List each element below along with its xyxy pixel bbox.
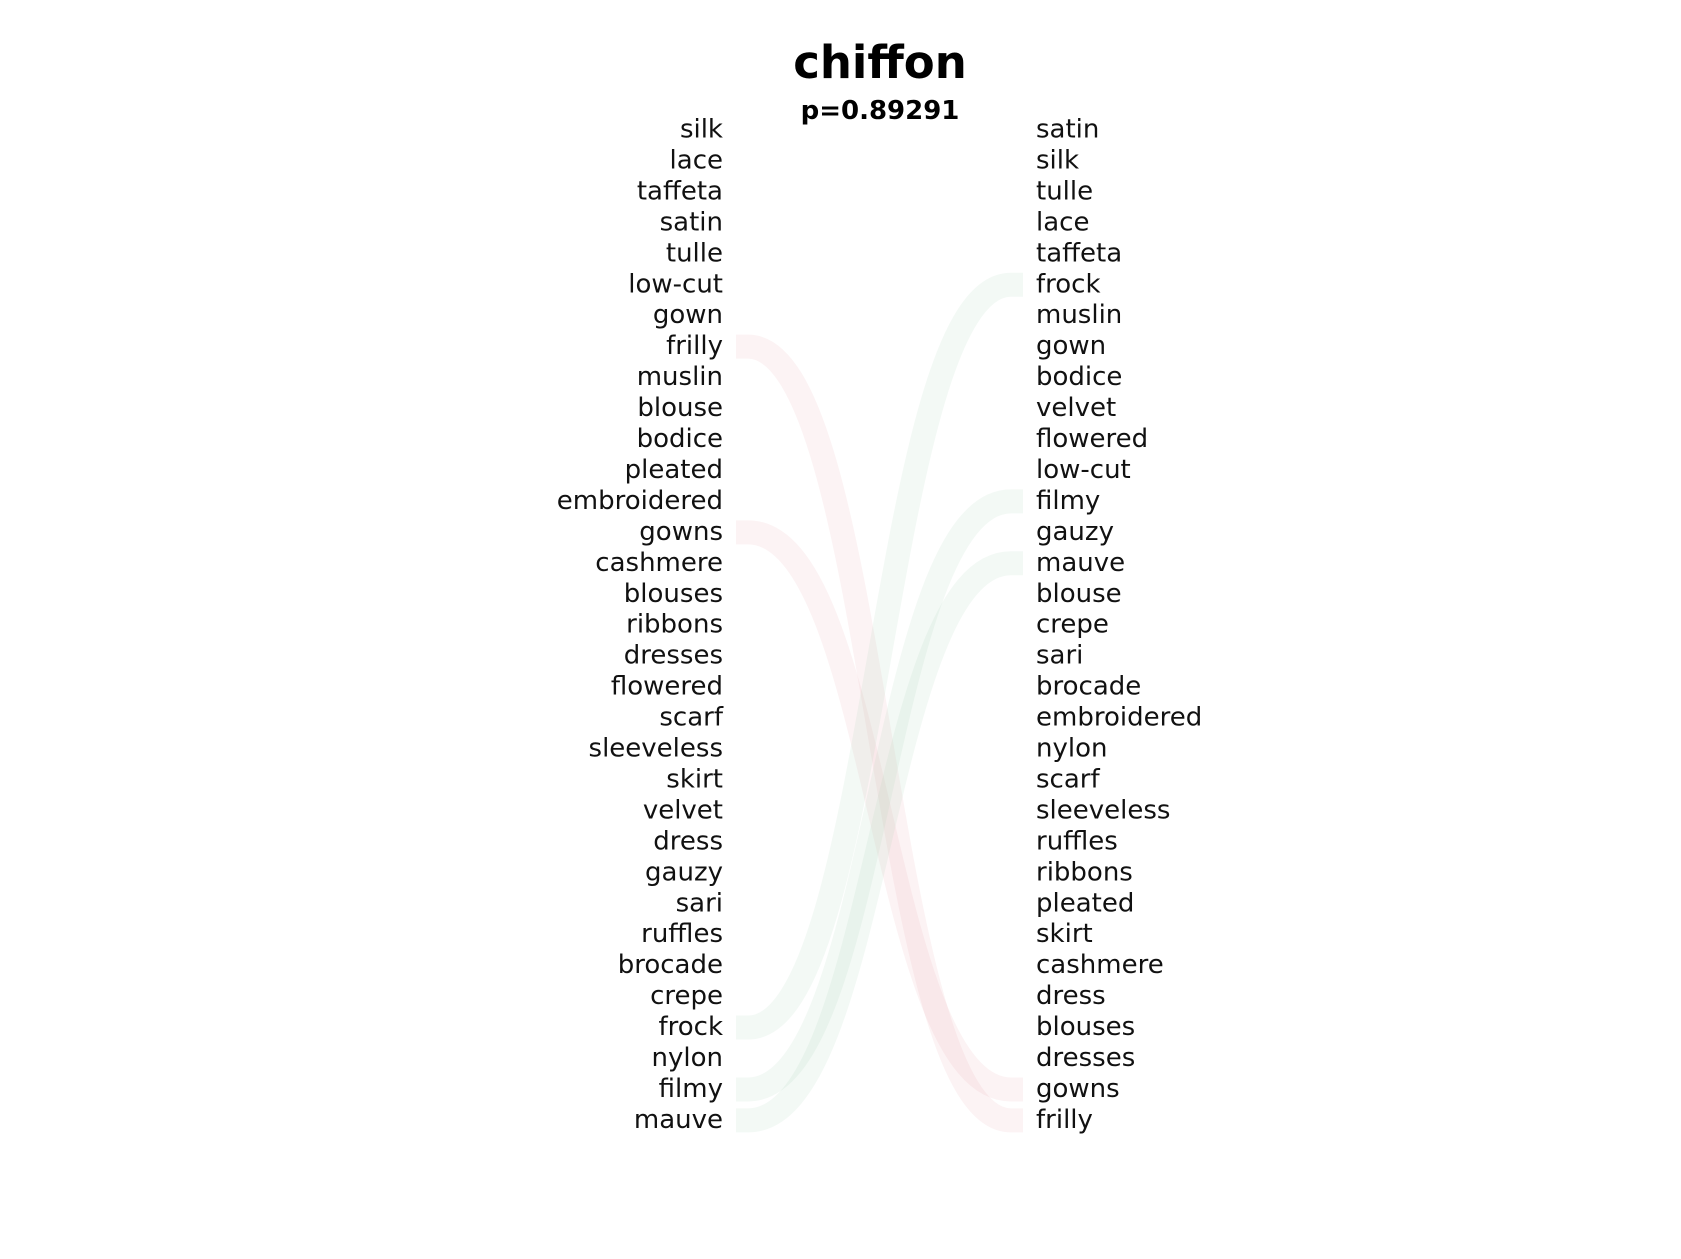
right-label-blouses: blouses (1036, 1012, 1135, 1042)
right-label-gown: gown (1036, 331, 1106, 361)
right-label-ribbons: ribbons (1036, 857, 1133, 887)
left-label-lace: lace (670, 145, 723, 175)
left-label-pleated: pleated (625, 455, 723, 485)
right-label-scarf: scarf (1036, 764, 1100, 794)
left-label-blouse: blouse (637, 393, 723, 423)
right-label-gowns: gowns (1036, 1074, 1120, 1104)
link-frilly (736, 334, 1023, 1133)
left-label-muslin: muslin (637, 362, 723, 392)
left-label-scarf: scarf (659, 703, 723, 733)
link-filmy (736, 489, 1023, 1102)
right-label-lace: lace (1036, 207, 1089, 237)
links-layer (736, 272, 1023, 1133)
left-label-silk: silk (680, 115, 723, 145)
left-label-crepe: crepe (650, 981, 723, 1011)
left-label-sleeveless: sleeveless (589, 734, 723, 764)
left-label-low-cut: low-cut (628, 269, 723, 299)
right-label-flowered: flowered (1036, 424, 1148, 454)
right-label-dress: dress (1036, 981, 1106, 1011)
left-label-mauve: mauve (634, 1105, 723, 1135)
link-gowns (736, 520, 1023, 1102)
left-label-dresses: dresses (624, 641, 723, 671)
left-label-frilly: frilly (666, 331, 723, 361)
right-ranking-labels: satinsilktullelacetaffetafrockmuslingown… (1036, 115, 1202, 1135)
left-label-bodice: bodice (637, 424, 723, 454)
right-label-velvet: velvet (1036, 393, 1116, 423)
right-label-tulle: tulle (1036, 176, 1093, 206)
left-label-satin: satin (660, 207, 723, 237)
left-label-ruffles: ruffles (641, 919, 723, 949)
right-label-taffeta: taffeta (1036, 238, 1122, 268)
right-label-frock: frock (1036, 269, 1101, 299)
left-label-tulle: tulle (666, 238, 723, 268)
chart-title: chiffon (793, 36, 967, 89)
left-label-gowns: gowns (639, 517, 723, 547)
link-mauve (736, 551, 1023, 1133)
right-label-sleeveless: sleeveless (1036, 795, 1170, 825)
right-label-gauzy: gauzy (1036, 517, 1114, 547)
right-label-crepe: crepe (1036, 610, 1109, 640)
left-label-skirt: skirt (666, 764, 723, 794)
right-label-low-cut: low-cut (1036, 455, 1131, 485)
right-label-mauve: mauve (1036, 548, 1125, 578)
right-label-satin: satin (1036, 115, 1099, 145)
right-label-blouse: blouse (1036, 579, 1122, 609)
left-label-nylon: nylon (652, 1043, 723, 1073)
left-label-embroidered: embroidered (557, 486, 723, 516)
right-label-cashmere: cashmere (1036, 950, 1164, 980)
right-label-skirt: skirt (1036, 919, 1093, 949)
left-label-velvet: velvet (643, 795, 723, 825)
chart-subtitle: p=0.89291 (801, 96, 960, 126)
right-label-silk: silk (1036, 145, 1079, 175)
right-label-brocade: brocade (1036, 672, 1141, 702)
right-label-nylon: nylon (1036, 734, 1107, 764)
right-label-pleated: pleated (1036, 888, 1134, 918)
right-label-ruffles: ruffles (1036, 826, 1118, 856)
left-label-filmy: filmy (659, 1074, 723, 1104)
left-label-ribbons: ribbons (626, 610, 723, 640)
link-frock (736, 272, 1023, 1040)
left-label-cashmere: cashmere (595, 548, 723, 578)
left-label-sari: sari (676, 888, 723, 918)
left-label-frock: frock (658, 1012, 723, 1042)
left-label-brocade: brocade (618, 950, 723, 980)
right-label-frilly: frilly (1036, 1105, 1093, 1135)
left-label-gown: gown (653, 300, 723, 330)
left-label-taffeta: taffeta (637, 176, 723, 206)
right-label-embroidered: embroidered (1036, 703, 1202, 733)
left-label-dress: dress (653, 826, 723, 856)
left-ranking-labels: silklacetaffetasatintullelow-cutgownfril… (557, 115, 724, 1135)
left-label-gauzy: gauzy (645, 857, 723, 887)
right-label-dresses: dresses (1036, 1043, 1135, 1073)
right-label-bodice: bodice (1036, 362, 1122, 392)
right-label-sari: sari (1036, 641, 1083, 671)
right-label-filmy: filmy (1036, 486, 1100, 516)
left-label-blouses: blouses (624, 579, 723, 609)
right-label-muslin: muslin (1036, 300, 1122, 330)
left-label-flowered: flowered (611, 672, 723, 702)
